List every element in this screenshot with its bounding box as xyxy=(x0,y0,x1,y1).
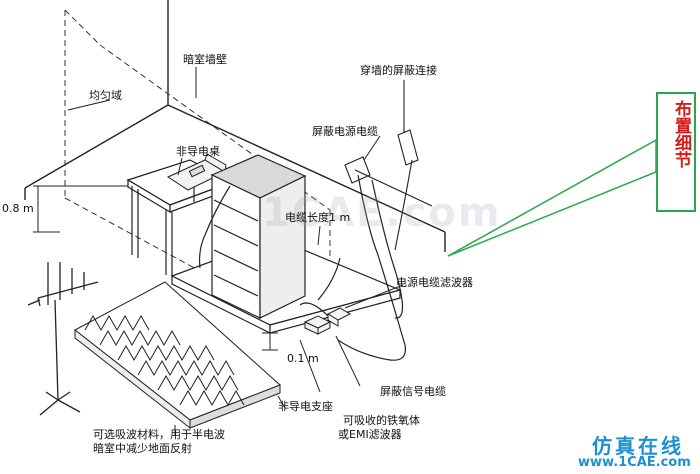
brand-title: 仿真在线 xyxy=(592,434,684,458)
chamber-wall xyxy=(24,0,446,252)
label-nonconductive-table: 非导电桌 xyxy=(176,145,220,158)
label-shielded-power-cable: 屏蔽电源电缆 xyxy=(312,125,378,138)
height-dimension-01m xyxy=(262,332,278,351)
callout-text: 布置细节 xyxy=(671,100,691,168)
label-power-cable-filter: 电源电缆滤波器 xyxy=(396,276,473,289)
power-box xyxy=(344,156,433,207)
label-ferrite-line1: 可吸收的铁氧体 xyxy=(343,414,420,427)
brand-site: www.1CAE.com xyxy=(578,455,691,470)
callout-box: 布置细节 xyxy=(656,92,696,212)
cables xyxy=(198,174,407,361)
label-ferrite-line2: 或EMI滤波器 xyxy=(338,428,402,441)
height-dimension-08m xyxy=(33,185,128,233)
watermark-text: 1CAE.com xyxy=(262,190,502,236)
label-absorber-line2: 暗室中减少地面反射 xyxy=(93,442,192,455)
leader-lines xyxy=(174,67,404,436)
label-height-08m: 0.8 m xyxy=(2,202,34,215)
equipment-rack xyxy=(210,154,307,319)
absorber-material xyxy=(74,281,281,430)
laptop xyxy=(166,153,227,191)
label-cable-length: 电缆长度1 m xyxy=(285,211,351,224)
label-darkroom-wall: 暗室墙壁 xyxy=(183,53,227,66)
label-wall-through-shield: 穿墙的屏蔽连接 xyxy=(360,64,437,77)
filter-blocks xyxy=(303,307,352,335)
label-shielded-signal-cable: 屏蔽信号电缆 xyxy=(380,385,446,398)
brand-footer: www.1CAE.com xyxy=(578,455,691,470)
label-nonconductive-support: 非导电支座 xyxy=(278,400,333,413)
uniform-field-leader xyxy=(67,99,111,111)
wall-connector xyxy=(394,80,419,251)
antenna xyxy=(27,262,99,416)
label-uniform-field: 均匀域 xyxy=(89,89,122,102)
label-absorber-line1: 可选吸波材料，用于半电波 xyxy=(93,428,225,441)
label-height-01m: 0.1 m xyxy=(287,352,319,365)
